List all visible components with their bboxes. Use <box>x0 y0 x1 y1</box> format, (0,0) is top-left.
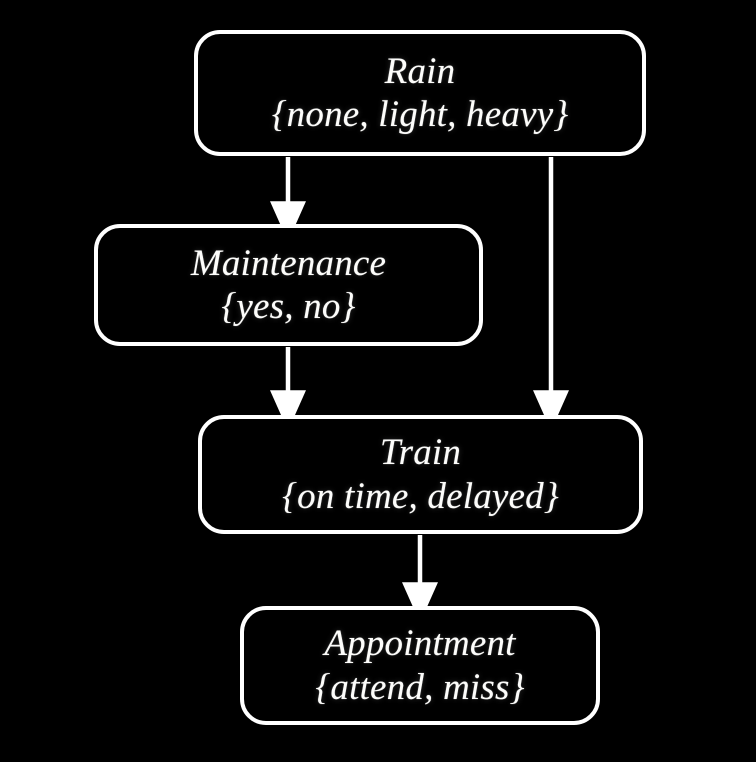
node-train-name: Train <box>379 432 462 474</box>
node-train-states: {on time, delayed} <box>282 475 559 517</box>
node-maintenance-states: {yes, no} <box>221 286 356 327</box>
node-appointment[interactable]: Appointment {attend, miss} <box>240 606 600 725</box>
node-rain-states: {none, light, heavy} <box>271 94 569 135</box>
node-rain[interactable]: Rain {none, light, heavy} <box>194 30 646 156</box>
node-maintenance-name: Maintenance <box>190 242 387 284</box>
node-appointment-name: Appointment <box>324 623 516 665</box>
node-train[interactable]: Train {on time, delayed} <box>198 415 643 534</box>
node-rain-name: Rain <box>384 50 456 92</box>
node-appointment-states: {attend, miss} <box>315 666 525 708</box>
node-maintenance[interactable]: Maintenance {yes, no} <box>94 224 483 346</box>
